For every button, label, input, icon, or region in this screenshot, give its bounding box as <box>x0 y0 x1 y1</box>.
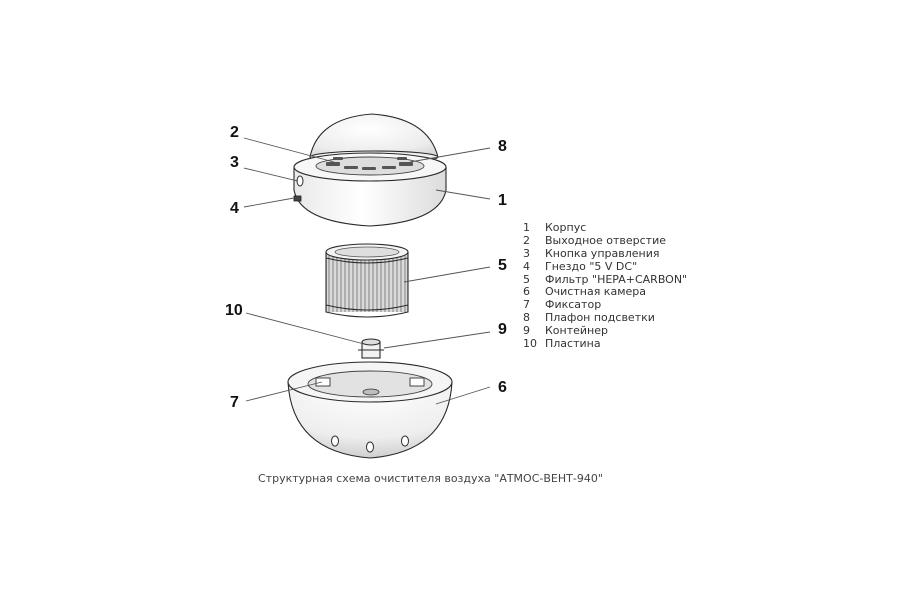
callout-5: 5 <box>498 257 507 274</box>
outlet-vents <box>326 157 413 170</box>
housing <box>293 152 447 227</box>
callout-3: 3 <box>230 154 239 171</box>
bowl-holes <box>331 435 409 453</box>
callout-4: 4 <box>230 200 239 217</box>
leader-lines <box>243 137 491 405</box>
callout-10: 10 <box>225 302 243 319</box>
plate-container <box>358 338 384 359</box>
callout-6: 6 <box>498 379 507 396</box>
figure-caption: Структурная схема очистителя воздуха "АТ… <box>258 472 603 485</box>
callout-2: 2 <box>230 124 239 141</box>
callout-7: 7 <box>230 394 239 411</box>
purification-chamber <box>287 361 453 459</box>
latch <box>315 377 425 387</box>
callout-9: 9 <box>498 321 507 338</box>
callout-8: 8 <box>498 138 507 155</box>
callout-1: 1 <box>498 192 507 209</box>
dc-jack <box>293 195 302 202</box>
hepa-filter <box>325 243 409 318</box>
